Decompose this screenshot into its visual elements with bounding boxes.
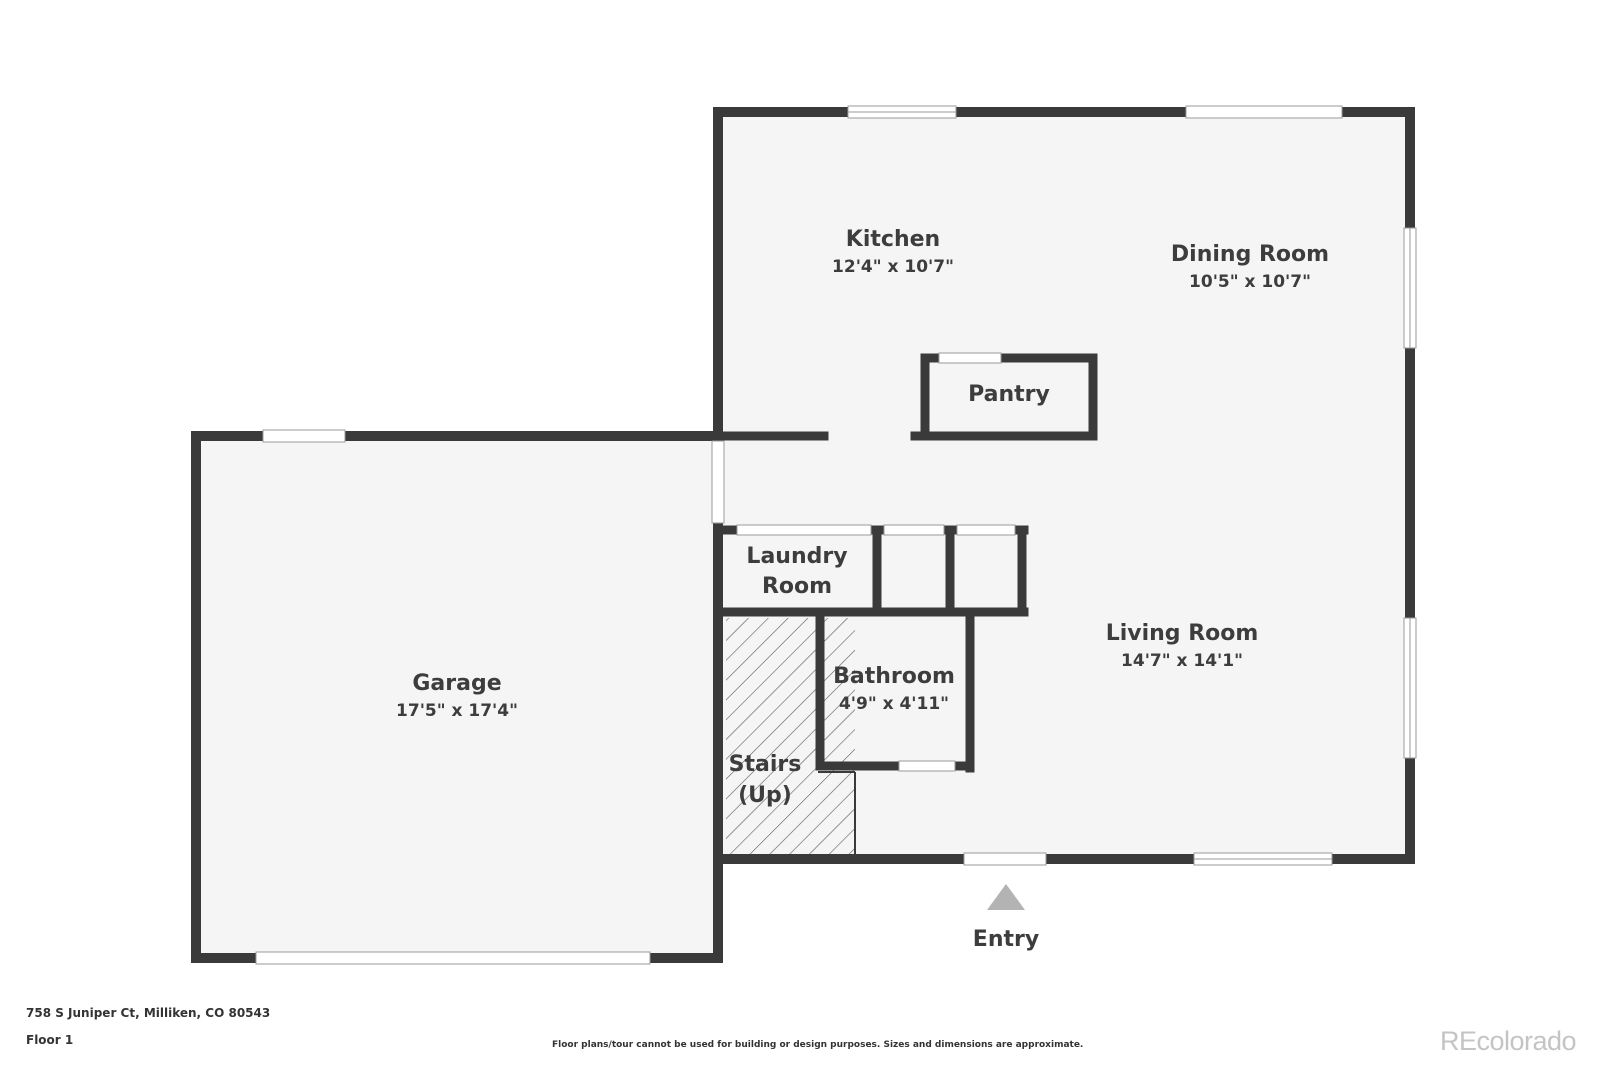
room-labels: Kitchen 12'4" x 10'7" Dining Room 10'5" … [396,227,1329,808]
laundry-door [736,524,872,536]
living-room-name: Living Room [1106,621,1259,646]
entry-label: Entry [973,927,1039,952]
stairs-name-line2: (Up) [738,783,792,808]
closet-door [883,524,945,536]
brand-logo: REcolorado [1440,1026,1577,1056]
closet-door [956,524,1016,536]
disclaimer: Floor plans/tour cannot be used for buil… [552,1040,1084,1050]
pantry-name: Pantry [968,382,1050,407]
window [1185,105,1343,119]
kitchen-dims: 12'4" x 10'7" [832,257,954,277]
stairs-name-line1: Stairs [729,752,802,777]
bathroom-name: Bathroom [833,664,955,689]
laundry-room-name-line2: Room [762,574,832,599]
bathroom-dims: 4'9" x 4'11" [839,694,949,714]
garage-house-door [711,440,725,524]
stairs-hatch [726,618,855,858]
floor-label: Floor 1 [26,1033,74,1047]
windows [255,105,1417,965]
bathroom-door [898,760,956,772]
dining-room-dims: 10'5" x 10'7" [1189,272,1311,292]
garage-name: Garage [412,671,501,696]
laundry-room-name-line1: Laundry [746,544,847,569]
pantry-door [938,352,1002,364]
entry-door [963,852,1047,866]
triangle-up-icon [987,884,1025,910]
window [262,429,346,443]
property-address: 758 S Juniper Ct, Milliken, CO 80543 [26,1006,271,1020]
garage-door [255,951,651,965]
living-room-dims: 14'7" x 14'1" [1121,651,1243,671]
kitchen-name: Kitchen [846,227,940,252]
garage-floor [196,438,719,956]
garage-dims: 17'5" x 17'4" [396,701,518,721]
dining-room-name: Dining Room [1171,242,1329,267]
